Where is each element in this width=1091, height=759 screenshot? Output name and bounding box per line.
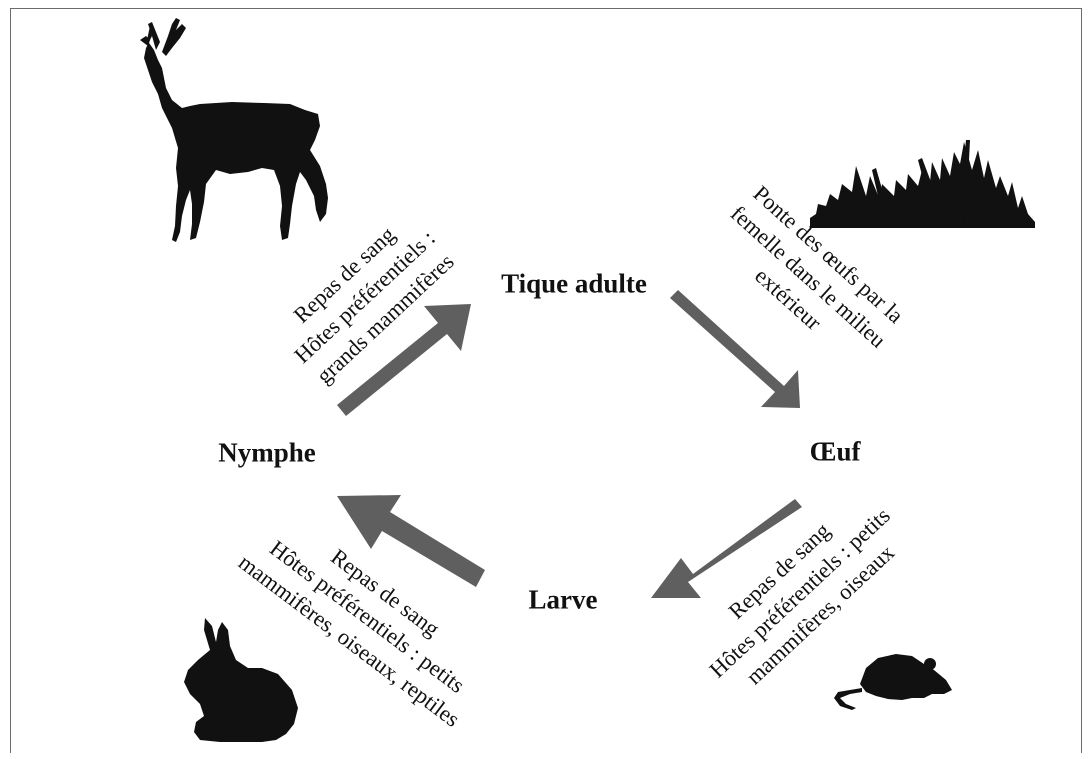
stage-adult-label: Tique adulte [501, 269, 647, 300]
grass-icon [810, 140, 1035, 228]
stage-larva-label: Larve [529, 585, 598, 616]
deer-icon [140, 18, 328, 242]
stage-egg-label: Œuf [809, 437, 860, 468]
stage-nymph-label: Nymphe [218, 438, 316, 469]
rabbit-icon [184, 618, 298, 742]
mouse-icon [834, 654, 952, 710]
